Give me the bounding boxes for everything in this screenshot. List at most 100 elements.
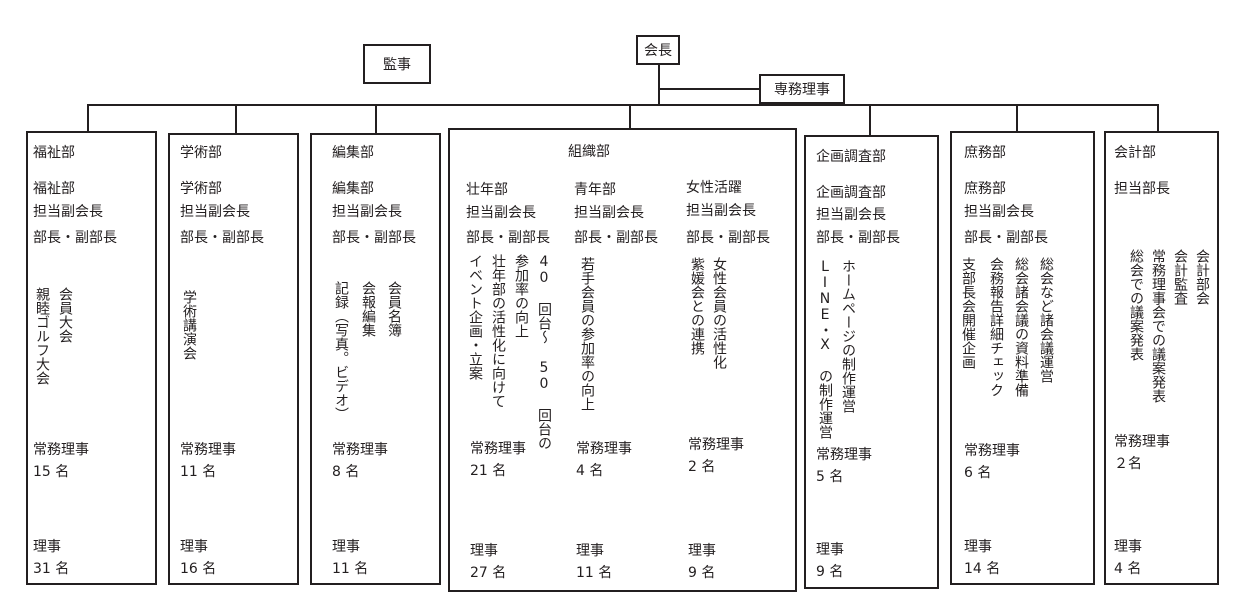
duty-3: 会務報告詳細チェック [988,257,1004,397]
owner-line-1: 編集部 [332,181,374,197]
duty-3: 常務理事会での議案発表 [1150,249,1166,403]
standing-label: 常務理事 [964,443,1020,459]
standing-count: 21 名 [470,463,507,479]
standing-count: 2 名 [688,459,716,475]
standing-count: 5 名 [816,469,844,485]
auditor-box: 監事 [363,44,431,84]
dept-accounting: 会計部 担当部長 会計部会 会計監査 常務理事会での議案発表 総会での議案発表 … [1104,131,1219,585]
branch-line [87,104,1159,106]
director-count: 11 名 [576,565,613,581]
director-count: 27 名 [470,565,507,581]
director-label: 理事 [1114,539,1142,555]
owner-line-1: 女性活躍 [686,180,742,196]
owner-line-2: 担当副会長 [466,205,536,221]
duty-1: 女性会員の活性化 [711,257,727,369]
owner-line-1: 壮年部 [466,182,508,198]
duty-3: 記録（写真。ビデオ） [333,281,349,421]
standing-label: 常務理事 [33,442,89,458]
director-count: 9 名 [688,565,716,581]
owner-line-1: 担当部長 [1114,181,1170,197]
duty-2: 会計監査 [1172,249,1188,305]
president-label: 会長 [644,43,672,59]
director-label: 理事 [688,543,716,559]
director-label: 理事 [576,543,604,559]
standing-label: 常務理事 [470,441,526,457]
director-count: 11 名 [332,561,369,577]
dept-name: 企画調査部 [816,149,886,165]
director-label: 理事 [816,542,844,558]
heads: 部長・副部長 [574,230,658,246]
heads: 部長・副部長 [180,230,264,246]
branch-drop-editorial [375,104,377,133]
director-label: 理事 [33,539,61,555]
standing-label: 常務理事 [1114,434,1170,450]
branch-drop-planning [869,104,871,135]
heads: 部長・副部長 [686,230,770,246]
director-count: 16 名 [180,561,217,577]
dept-organization: 組織部 壮年部 担当副会長 部長・副部長 40 回台～ 50 回台の 参加率の向… [448,128,797,592]
dept-general: 庶務部 庶務部 担当副会長 部長・副部長 総会など諸会議運営 総会諸会議の資料準… [950,131,1095,585]
dept-name: 組織部 [568,144,610,160]
standing-count: ２名 [1114,456,1142,472]
dept-academic: 学術部 学術部 担当副会長 部長・副部長 学術講演会 常務理事 11 名 理事 … [168,133,299,585]
dept-name: 福祉部 [33,145,75,161]
director-count: 31 名 [33,561,70,577]
president-box: 会長 [636,35,680,65]
standing-count: 4 名 [576,463,604,479]
owner-line-1: 庶務部 [964,181,1006,197]
standing-label: 常務理事 [816,447,872,463]
owner-line-2: 担当副会長 [180,204,250,220]
duty-4: イベント企画・立案 [467,254,483,380]
duty-2: LINE・X の制作運営 [817,259,833,439]
duty-2: 総会諸会議の資料準備 [1013,257,1029,397]
director-label: 理事 [332,539,360,555]
heads: 部長・副部長 [33,230,117,246]
owner-line-2: 担当副会長 [816,207,886,223]
branch-drop-organization [629,104,631,128]
director-label: 理事 [180,539,208,555]
director-count: 14 名 [964,561,1001,577]
owner-line-1: 青年部 [574,182,616,198]
director-label: 理事 [964,539,992,555]
dept-welfare: 福祉部 福祉部 担当副会長 部長・副部長 会員大会 親睦ゴルフ大会 常務理事 1… [26,131,157,585]
owner-line-2: 担当副会長 [332,204,402,220]
standing-count: 15 名 [33,464,70,480]
trunk-line [658,65,660,105]
duty-1: 総会など諸会議運営 [1038,257,1054,383]
director-count: 9 名 [816,564,844,580]
owner-line-1: 企画調査部 [816,185,886,201]
auditor-label: 監事 [383,57,411,73]
duty-1: 会員大会 [57,287,73,343]
exec-director-box: 専務理事 [759,74,845,104]
owner-line-1: 福祉部 [33,181,75,197]
owner-line-2: 担当副会長 [574,205,644,221]
standing-count: 11 名 [180,464,217,480]
duty-1: 若手会員の参加率の向上 [579,257,595,411]
branch-drop-general [1016,104,1018,131]
duty-3: 壮年部の活性化に向けて [490,254,506,408]
exec-director-connector [658,88,759,90]
owner-line-2: 担当副会長 [964,204,1034,220]
duty-2: 会報編集 [360,281,376,337]
standing-label: 常務理事 [332,442,388,458]
duty-1: 会員名簿 [386,281,402,337]
duty-2: 参加率の向上 [513,254,529,338]
owner-line-2: 担当副会長 [33,204,103,220]
dept-name: 学術部 [180,145,222,161]
heads: 部長・副部長 [964,230,1048,246]
dept-editorial: 編集部 編集部 担当副会長 部長・副部長 会員名簿 会報編集 記録（写真。ビデオ… [310,133,441,585]
duty-1: 会計部会 [1194,249,1210,305]
standing-count: 8 名 [332,464,360,480]
standing-label: 常務理事 [688,437,744,453]
dept-name: 庶務部 [964,145,1006,161]
duty-1: 40 回台～ 50 回台の [536,254,552,450]
duty-1: 学術講演会 [181,290,197,360]
duty-4: 総会での議案発表 [1128,249,1144,361]
duty-1: ホームページの制作運営 [840,259,856,413]
standing-label: 常務理事 [180,442,236,458]
dept-planning: 企画調査部 企画調査部 担当副会長 部長・副部長 ホームページの制作運営 LIN… [804,135,939,589]
director-label: 理事 [470,543,498,559]
standing-count: 6 名 [964,465,992,481]
heads: 部長・副部長 [332,230,416,246]
dept-name: 会計部 [1114,145,1156,161]
